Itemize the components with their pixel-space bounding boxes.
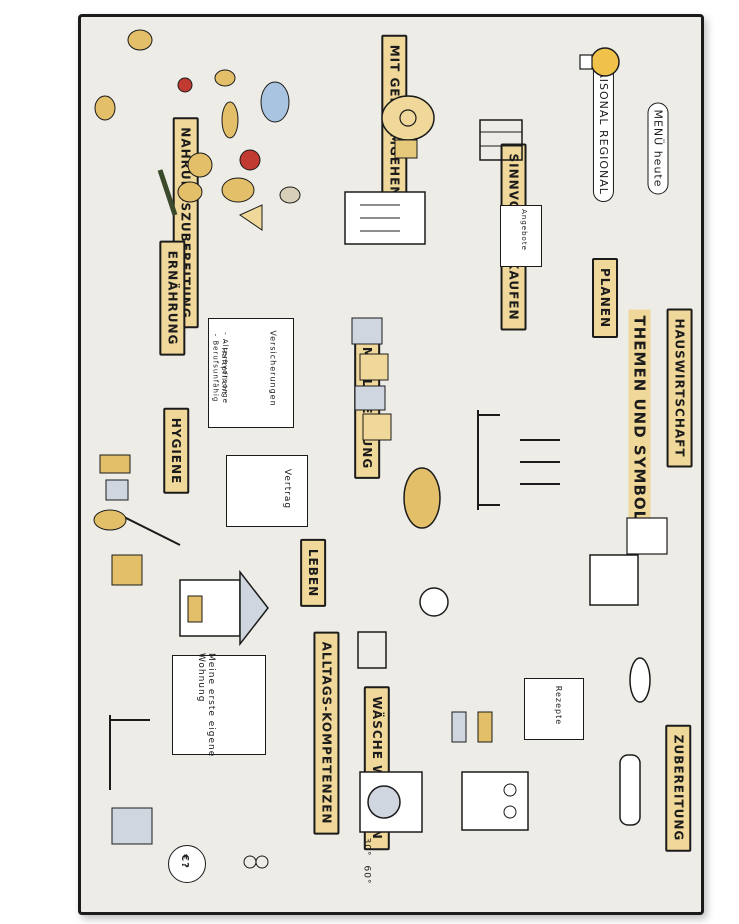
offers-flyer: Angebote	[500, 205, 542, 267]
kitchen-scale-icon	[419, 587, 449, 617]
recipe-book: Rezepte	[524, 678, 584, 740]
broom-icon	[93, 509, 181, 546]
money-question-bubble: €?	[168, 845, 206, 883]
bottles-icon	[451, 711, 493, 743]
bed-icon	[109, 715, 150, 790]
contract-note: Vertrag	[226, 455, 308, 527]
soap-icon	[99, 454, 131, 501]
money-bag-icon	[381, 95, 435, 159]
lightbulb-icon	[579, 47, 620, 77]
food-cluster-icon	[94, 29, 301, 231]
frying-pan-icon	[629, 657, 651, 703]
laundry-basket-icon	[357, 631, 387, 669]
trash-bins-icon	[351, 317, 392, 441]
calculator-icon	[344, 191, 426, 245]
stove-icon	[461, 771, 529, 831]
rolling-pin-icon	[619, 754, 641, 826]
wallet-icon	[111, 807, 153, 845]
first-apartment-note: Meine erste eigene Wohnung	[172, 653, 266, 757]
cake-icon	[403, 467, 441, 529]
house-icon	[179, 569, 269, 647]
bucket-icon	[111, 554, 143, 586]
scissors-icon	[243, 855, 269, 869]
washing-machine-icon	[359, 771, 423, 833]
cooking-pot-icon	[589, 517, 668, 606]
shopping-cart-icon	[479, 119, 523, 161]
dining-table-icon	[477, 410, 500, 510]
insurance-note: Versicherungen - Haftpflicht - Altersvor…	[208, 318, 294, 428]
cutlery-icon	[520, 439, 560, 485]
